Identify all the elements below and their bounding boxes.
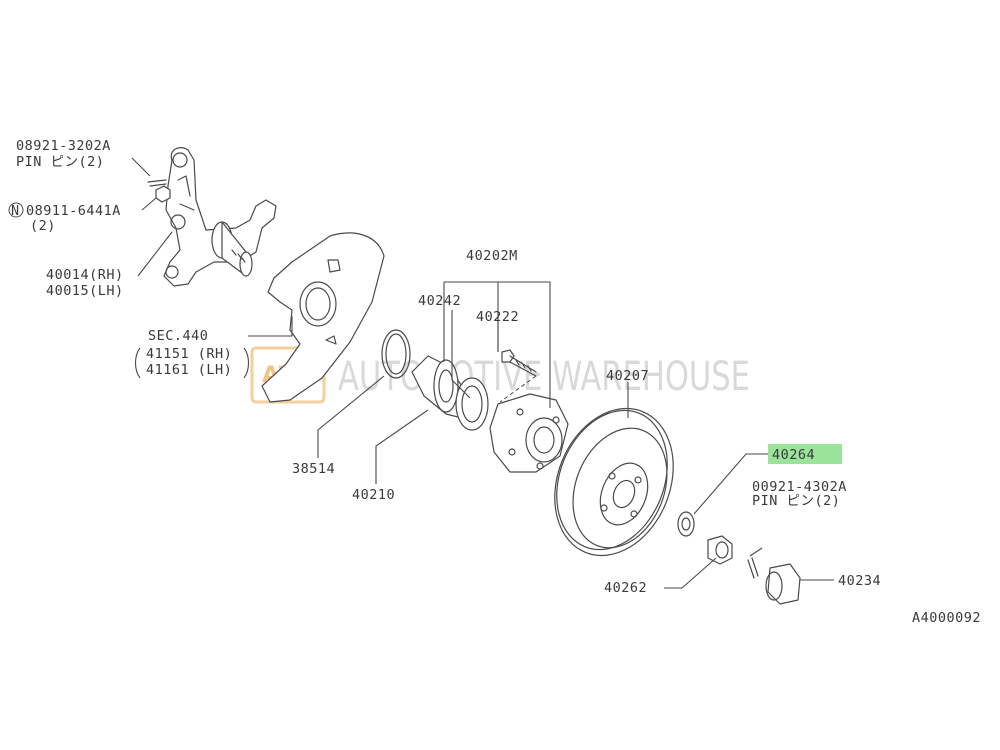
- washer-label-highlight: [768, 444, 842, 464]
- label-seal[interactable]: 40242: [418, 293, 461, 309]
- seal: [455, 377, 489, 431]
- label-plate-rh[interactable]: 41151 (RH): [146, 346, 232, 362]
- wheel-hub: [489, 393, 569, 473]
- label-hub-assembly[interactable]: 40202M: [466, 248, 518, 264]
- label-plate-lh[interactable]: 41161 (LH): [146, 362, 232, 378]
- label-pin-upper-code[interactable]: 08921-3202A: [16, 138, 111, 154]
- plate-bracket-right: [243, 347, 250, 379]
- label-rotor[interactable]: 40207: [606, 368, 649, 384]
- leader-lines: [131, 157, 834, 589]
- nut-small: [155, 185, 171, 203]
- label-cap[interactable]: 40234: [838, 573, 881, 589]
- washer: [677, 511, 695, 537]
- label-washer[interactable]: 40264: [772, 447, 815, 463]
- backing-plate: [261, 232, 385, 403]
- label-bolt[interactable]: 40222: [476, 309, 519, 325]
- grease-cap: [765, 563, 801, 605]
- label-bearing[interactable]: 40210: [352, 487, 395, 503]
- part-labels: 08921-3202A PIN ピン(2) N 08911-6441A (2) …: [8, 138, 981, 626]
- label-knuckle-rh[interactable]: 40014(RH): [46, 267, 124, 283]
- watermark-text: AUTOMOTIVE WAREHOUSE: [338, 354, 750, 400]
- label-nut-lower[interactable]: 40262: [604, 580, 647, 596]
- brake-rotor: [554, 407, 674, 557]
- label-sec-ref[interactable]: SEC.440: [148, 328, 208, 344]
- label-nut-marker: N: [11, 203, 20, 219]
- diagram-id: A4000092: [912, 610, 981, 626]
- label-snap-ring[interactable]: 38514: [292, 461, 335, 477]
- bolt-guide-line: [499, 375, 537, 403]
- label-pin-lower-desc: PIN ピン(2): [752, 493, 840, 509]
- label-pin-lower-code[interactable]: 00921-4302A: [752, 479, 847, 495]
- label-knuckle-lh[interactable]: 40015(LH): [46, 283, 124, 299]
- plate-bracket-left: [134, 347, 141, 379]
- hub-bolt: [501, 349, 537, 377]
- lock-nut: [707, 535, 733, 565]
- label-nut-code[interactable]: 08911-6441A: [26, 203, 121, 219]
- upper-pin: [147, 179, 167, 187]
- snap-ring: [381, 329, 411, 379]
- label-nut-qty: (2): [30, 218, 56, 234]
- lower-pin: [747, 557, 759, 579]
- watermark: AW AUTOMOTIVE WAREHOUSE: [250, 346, 750, 404]
- label-pin-upper-desc: PIN ピン(2): [16, 154, 104, 170]
- nut-marker-circle: [8, 202, 24, 218]
- steering-knuckle: [163, 147, 277, 287]
